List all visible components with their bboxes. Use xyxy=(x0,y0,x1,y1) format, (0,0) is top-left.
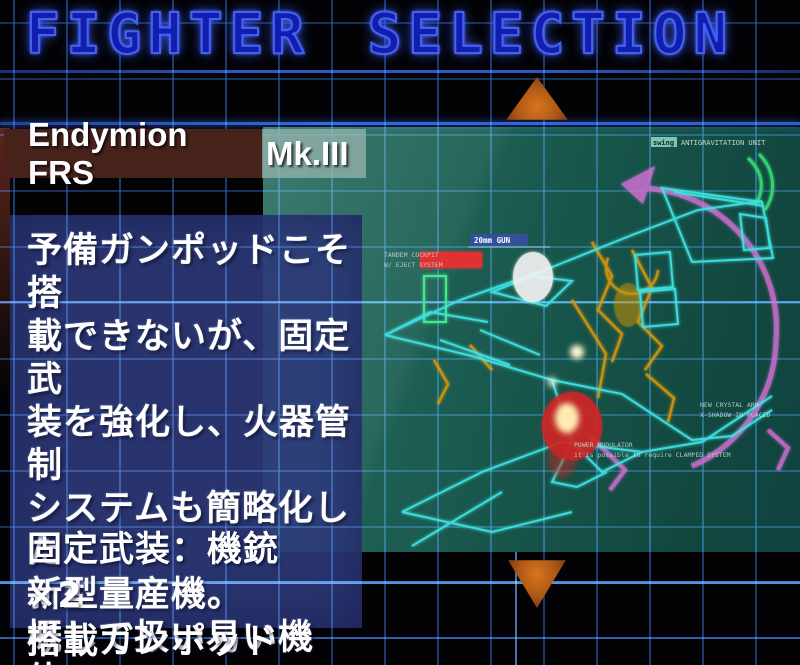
description-line: 新型量産機。 xyxy=(27,575,244,615)
ship-blueprint-diagram: swing ANTIGRAVITATION UNIT 20mm GUN TAND… xyxy=(384,137,791,547)
power-label-line2: it is possible to require CLAMPED SYSTEM xyxy=(574,451,731,459)
spec-line-gun-pods: 搭載ガンポッド ×1 xyxy=(27,622,314,662)
cockpit-label-line1: TANDEM COCKPIT xyxy=(384,251,439,259)
left-edge-accent xyxy=(0,128,10,393)
page-title: FIGHTER SELECTION xyxy=(25,1,735,68)
cockpit-callout-box xyxy=(423,275,447,323)
flare-glow xyxy=(570,345,584,359)
description-line: 装を強化し、火器管制 xyxy=(27,403,352,486)
fighter-description: 予備ガンポッドこそ搭 載できないが、固定武 装を強化し、火器管制 システムも簡略… xyxy=(27,230,362,665)
up-arrow-icon[interactable] xyxy=(506,77,568,120)
description-panel xyxy=(10,215,362,628)
gun-label-box xyxy=(470,234,528,246)
description-line: システムも簡略化した xyxy=(27,489,350,572)
antigrav-label: ANTIGRAVITATION UNIT xyxy=(681,139,766,147)
spec-line-fixed-weapons: 固定武装：機銃 ×2 xyxy=(27,530,316,616)
swing-tag-box xyxy=(651,137,677,147)
description-line: 予備ガンポッドこそ搭 xyxy=(27,231,352,314)
crystal-label-line2: X-SHADOW IN PLACED xyxy=(700,411,771,419)
header-divider-line xyxy=(0,70,800,73)
description-line: 概して扱い易い機体。 xyxy=(27,618,314,665)
grid-bright-vline xyxy=(515,552,517,665)
arc-arrowhead xyxy=(621,166,655,204)
fighter-name-plate: Endymion FRS Mk.III xyxy=(4,116,366,191)
cockpit-label-line2: W/ EJECT SYSTEM xyxy=(384,261,443,269)
ship-wireframe xyxy=(384,186,775,547)
internal-mechanism xyxy=(432,241,676,423)
diagram-annotations: swing ANTIGRAVITATION UNIT 20mm GUN TAND… xyxy=(384,137,771,459)
engine-core-glow xyxy=(555,403,579,433)
fighter-name: Endymion FRS xyxy=(4,116,262,191)
crystal-label-line1: NEW CRYSTAL ARM xyxy=(700,401,759,409)
fighter-specs: 固定武装：機銃 ×2 搭載ガンポッド ×1 xyxy=(27,527,362,665)
fighter-variant: Mk.III xyxy=(262,129,366,178)
lower-wing xyxy=(401,441,563,513)
power-label-line1: POWER MODULATOR xyxy=(574,441,633,449)
antigrav-swing-arrow xyxy=(746,152,774,211)
gun-highlight xyxy=(420,252,482,268)
description-line: 載できないが、固定武 xyxy=(27,317,351,400)
upper-spine xyxy=(384,200,763,336)
gun-label: 20mm GUN xyxy=(474,236,511,245)
right-wing xyxy=(660,186,775,264)
swing-tag-label: swing xyxy=(653,139,674,147)
cockpit-highlight xyxy=(513,252,553,302)
